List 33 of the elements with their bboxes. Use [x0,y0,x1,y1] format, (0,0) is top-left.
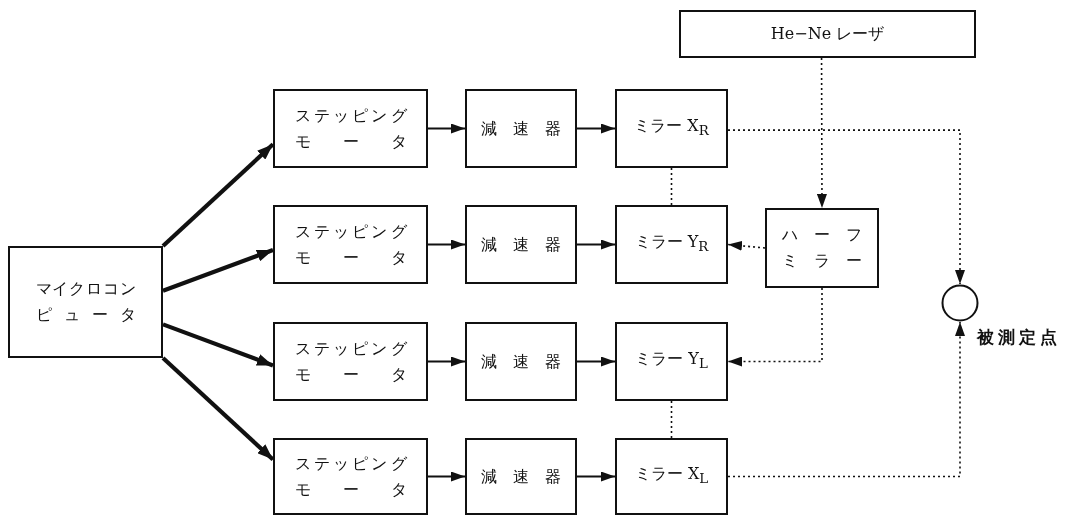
laser-box: He−Ne レーザ [679,10,976,58]
computer-box: マイクロコンピュータ [8,246,163,358]
arrow [727,240,766,251]
arrow [816,57,827,209]
motor-box: ステッピングモータ [273,322,428,401]
arrow [576,123,616,134]
arrow [576,239,616,250]
arrow [162,322,274,368]
arrow [162,248,274,293]
connector-line [670,167,673,206]
motor-box: ステッピングモータ [273,89,428,168]
arrow [576,356,616,367]
mirror-box: ミラー Y$_{R}$ [615,205,728,284]
arrow [161,356,275,462]
arrow [576,471,616,482]
arrow [427,471,466,482]
arrow [161,142,275,248]
reducer-box: 減速器 [465,322,577,401]
arrow [427,123,466,134]
mirror-box: ミラー X$_{L}$ [615,438,728,515]
motor-box: ステッピングモータ [273,438,428,515]
reducer-box: 減速器 [465,205,577,284]
mirror-box: ミラー Y$_{L}$ [615,322,728,401]
mirror-box: ミラー X$_{R}$ [615,89,728,168]
reducer-box: 減速器 [465,438,577,515]
half-mirror-box: ハーフミラー [765,208,879,288]
point-label: 被測定点 [977,326,1061,349]
motor-box: ステッピングモータ [273,205,428,284]
connector-line [670,400,673,439]
arrow [727,287,823,367]
reducer-box: 減速器 [465,89,577,168]
arrow [427,356,466,367]
arrow [427,239,466,250]
